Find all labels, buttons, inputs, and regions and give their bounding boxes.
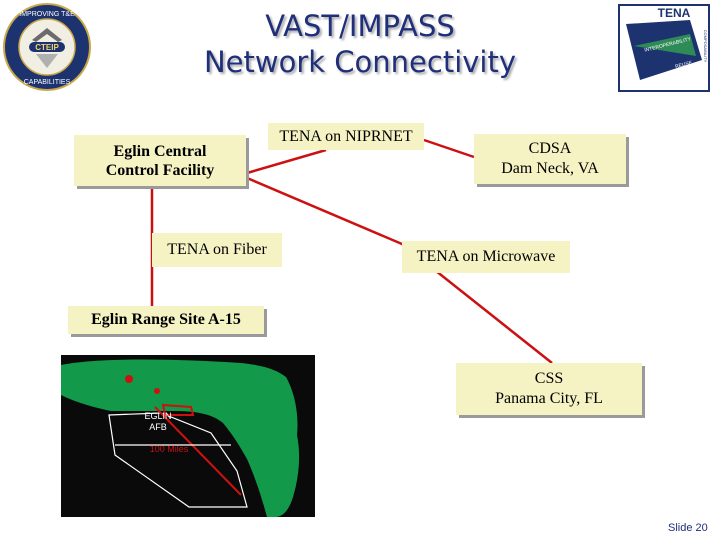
cteip-logo-center-text: CTEIP [35, 43, 59, 52]
map-distance-label: 100 Miles [150, 444, 189, 454]
map-base-label-1: EGLIN [144, 411, 171, 421]
florida-range-map: EGLIN AFB 100 Miles [61, 355, 315, 517]
link-label-microwave: TENA on Microwave [402, 241, 570, 273]
node-css-panama-city: CSS Panama City, FL [456, 363, 642, 415]
cteip-logo: CTEIP IMPROVING T&E CAPABILITIES [3, 3, 91, 91]
site-marker-a15 [125, 375, 133, 383]
node-css-line-1: CSS [534, 370, 564, 387]
cteip-logo-ring-top: IMPROVING T&E [19, 11, 75, 18]
node-eglin-central-line-2: Control Facility [105, 162, 215, 179]
tena-logo-title: TENA [658, 6, 691, 20]
link-label-niprnet: TENA on NIPRNET [268, 123, 424, 150]
range-outline [108, 412, 248, 508]
slide-title: VAST/IMPASS Network Connectivity [150, 8, 570, 80]
tena-logo-tag-3: COMPOSABILITY [703, 30, 708, 63]
slide-title-line-1: VAST/IMPASS [265, 9, 455, 43]
cteip-logo-ring-bottom: CAPABILITIES [24, 79, 71, 86]
slide-number: Slide 20 [668, 522, 708, 534]
link-line-ecf-css [246, 176, 403, 246]
tena-logo-tag-2: REUSE [675, 60, 694, 70]
node-eglin-range-site-a15: Eglin Range Site A-15 [68, 306, 264, 334]
map-land [61, 359, 300, 517]
slide-title-line-2: Network Connectivity [203, 45, 517, 79]
node-cdsa-line-1: CDSA [528, 140, 572, 157]
site-marker-eglin [154, 388, 160, 394]
link-line-niprnet-cdsa [423, 138, 475, 159]
node-css-line-2: Panama City, FL [495, 390, 603, 407]
tena-logo: TENA INTEROPERABILITY REUSE COMPOSABILIT… [618, 4, 710, 92]
node-cdsa-dam-neck: CDSA Dam Neck, VA [474, 134, 626, 184]
range-radial [154, 406, 242, 496]
node-cdsa-line-2: Dam Neck, VA [501, 160, 599, 177]
link-label-fiber: TENA on Fiber [152, 233, 282, 267]
node-eglin-central-control-facility: Eglin Central Control Facility [74, 135, 246, 186]
node-eglin-central-line-1: Eglin Central [113, 143, 207, 160]
map-base-label-2: AFB [149, 422, 167, 432]
range-boundary [161, 403, 195, 416]
link-line-ecf-niprnet [246, 148, 327, 175]
